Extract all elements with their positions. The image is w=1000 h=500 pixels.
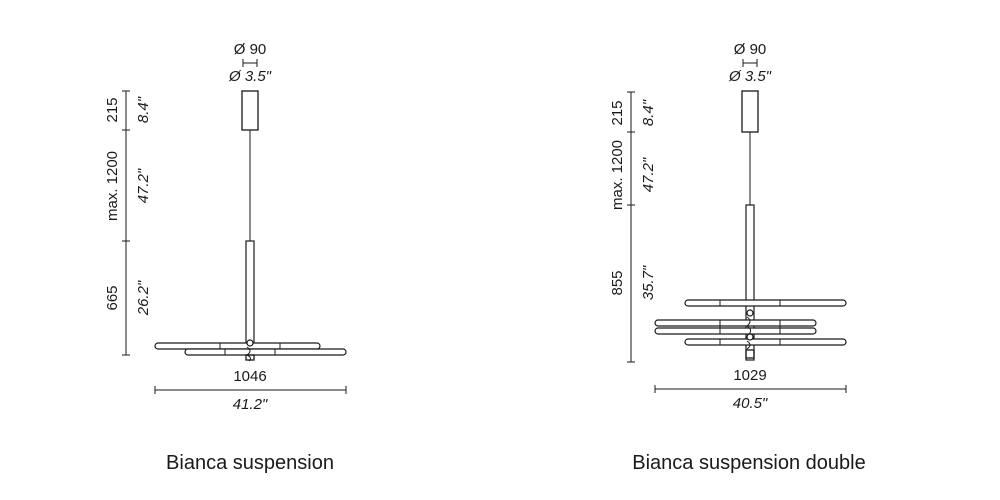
light-tube: [184, 348, 347, 356]
light-tube: [684, 299, 847, 307]
cable-length-in: 47.2": [135, 168, 152, 203]
cable-length-mm: max. 1200: [104, 151, 121, 221]
connector: [746, 309, 754, 317]
cable-length-mm: max. 1200: [609, 140, 626, 210]
fixture-double: Ø 90 Ø 3.5" 215 8.4" max. 1200 47.2": [609, 41, 847, 412]
body-height-mm: 855: [609, 270, 626, 295]
connector: [246, 339, 254, 347]
cable-length-in: 47.2": [640, 157, 657, 192]
connector-wire: [746, 316, 752, 335]
body-height-mm: 665: [104, 285, 121, 310]
canopy-height-mm: 215: [609, 100, 626, 125]
body-height-in: 35.7": [640, 265, 657, 300]
light-tube: [654, 319, 817, 327]
caption-single: Bianca suspension: [166, 452, 334, 474]
body-height-in: 26.2": [135, 280, 152, 316]
width-in: 40.5": [733, 395, 768, 412]
light-tube: [684, 338, 847, 346]
light-tube: [654, 327, 817, 335]
canopy: [241, 90, 259, 131]
width-mm: 1046: [233, 368, 266, 385]
stem: [245, 240, 255, 354]
canopy-diameter-mm: Ø 90: [234, 41, 267, 58]
fixture-single: Ø 90 Ø 3.5" 215 8.4" max. 1200 47.2" 665: [104, 41, 347, 413]
width-mm: 1029: [733, 367, 766, 384]
canopy-diameter-in: Ø 3.5": [728, 68, 772, 85]
canopy-height-mm: 215: [104, 97, 121, 122]
light-tube: [154, 342, 321, 350]
width-in: 41.2": [233, 396, 268, 413]
connector: [746, 333, 754, 341]
caption-double: Bianca suspension double: [632, 452, 866, 474]
stem: [745, 204, 755, 361]
canopy-diameter-mm: Ø 90: [734, 41, 767, 58]
canopy-height-in: 8.4": [640, 99, 657, 126]
canopy-height-in: 8.4": [135, 96, 152, 123]
canopy-diameter-in: Ø 3.5": [228, 68, 272, 85]
connector-wire: [746, 340, 751, 350]
canopy: [741, 90, 759, 133]
